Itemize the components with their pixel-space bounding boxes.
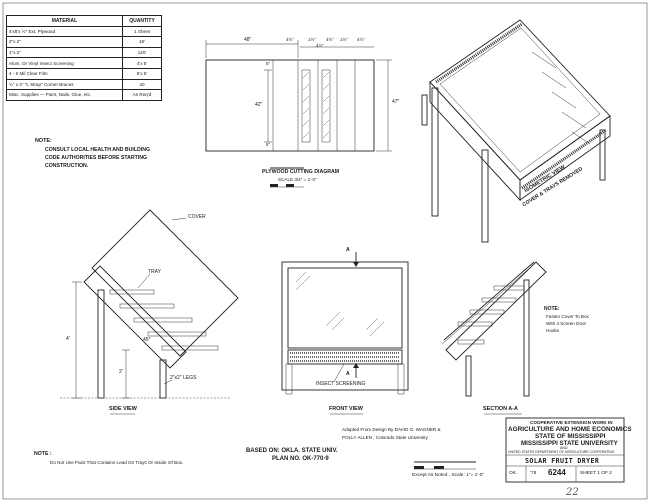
tray-leader [137,273,151,289]
title-block-line3: STATE OF MISSISSIPPI [535,433,606,440]
leg [421,94,428,126]
box-side [83,265,187,369]
tray [161,345,219,351]
plan-number: 6244 [548,468,566,477]
side-cover-label: COVER [188,214,206,220]
plywood-strip-dim: 1½" [308,37,316,42]
credits-line2: POLLY ALLEN , Colorado State University [342,435,428,440]
plywood-strip-dim: 4½" [326,37,334,42]
title-block-line6: UNITED STATES DEPARTMENT OF AGRICULTURE … [508,450,615,454]
note-top-title: NOTE: [35,138,52,144]
section-a-a [441,261,547,397]
front-screening-label: INSECT SCREENING [316,381,366,387]
box-front-face [429,80,521,202]
leg [159,359,167,399]
tray [109,289,155,295]
side-dim-height: 4' [66,336,70,342]
quantity-cell: As Req'd [122,89,162,101]
tray [147,331,207,337]
tray [119,303,175,309]
plywood-title: PLYWOOD CUTTING DIAGRAM [262,169,340,175]
based-on-line2: PLAN NO. OK-770-9 [272,456,329,462]
cover-box [91,209,239,357]
side-tray-label: TRAY [148,269,161,275]
front-marker-top: A [346,247,350,253]
front-view-label: FRONT VIEW [329,406,363,412]
based-on-line1: BASED ON: OKLA. STATE UNIV. [246,448,338,454]
leg [523,279,530,397]
side-dim-leg: 2' [119,369,123,375]
insect-screening-panel [287,349,403,365]
plywood-strip-dim: 4½" [357,37,365,42]
tray [469,309,505,315]
note-top-line: CODE AUTHORITIES BEFORE STARTING [45,155,148,161]
front-view [281,252,409,395]
section-note-line: With 4 Screen Door [546,321,587,326]
section-label: SECTION A-A [483,406,518,412]
leg [465,355,472,397]
section-note-line: Hooks [546,328,560,333]
plywood-dim-right: 47" [392,99,400,105]
plywood-strip-dim: 4½" [286,37,294,42]
cover-leader [171,217,187,221]
note-bottom-text: Do Not Use Paint That Contains Lead On T… [50,460,184,465]
leg [431,87,439,217]
plywood-dim-height: 42" [255,102,263,108]
note-top-line: CONSULT LOCAL HEALTH AND BUILDING [45,147,150,153]
front-frame [281,261,409,391]
credits-line1: Adapted From Design By DAVID G. WAGNER & [342,427,441,432]
cutout-strip [301,69,311,143]
handwritten-page-number: 22 [566,487,579,498]
front-marker-bottom: A [346,371,350,377]
plywood-cutting-diagram [205,40,392,188]
leg [97,289,105,399]
materials-table: MATERIAL QUANTITY 4'x8'x ½" Ext. Plywood… [6,15,162,101]
cutout-strip [321,69,331,143]
plywood-strip-dim: 4½" [316,43,324,48]
side-angle-label: 45° [143,337,151,343]
title-block-line4: MISSISSIPPI STATE UNIVERSITY [521,440,618,447]
leg [481,149,489,243]
section-box [445,261,547,361]
drawing-title: SOLAR FRUIT DRYER [525,457,600,465]
tray [457,321,493,327]
title-block [505,417,625,483]
sheet-number: SHEET 1 OF 2 [580,471,612,476]
plywood-strip-dim: 1½" [340,37,348,42]
materials-header-quantity: QUANTITY [122,15,162,27]
section-note-title: NOTE: [544,306,560,312]
side-view-label: SIDE VIEW [109,406,137,412]
scale-label: Except As Noted , Scale: 1"= 1'-0" [412,473,485,478]
tray [457,339,485,345]
tray [481,297,517,303]
plywood-dim-width: 48" [244,37,252,43]
clear-film-window [287,267,403,349]
tray [133,317,193,323]
plywood-dim-left-bottom: 5" [266,142,271,147]
title-block-line2: AGRICULTURE AND HOME ECONOMICS [508,426,632,433]
leg [397,363,405,395]
side-view [60,209,239,399]
side-legs-label: 2"x2" LEGS [170,375,197,381]
plan-prefix: OK. [509,471,518,476]
plywood-sheet [205,59,375,152]
leg [599,129,606,181]
plywood-dim-left-top: 5" [266,61,271,66]
title-block-line5: AND [560,446,568,450]
plan-year: '78 [530,471,537,476]
note-top-line: CONSTRUCTION. [45,163,89,169]
title-block-line1: COOPERATIVE EXTENSION WORK IN [530,420,613,425]
leg [285,363,293,395]
table-row: Misc. Supplies — Paint, Nails, Glue, etc… [6,89,162,101]
scale-bar [414,461,476,470]
isometric-view [421,19,611,243]
box-top-rim [429,19,611,181]
note-bottom-title: NOTE : [34,451,52,457]
section-note-line: Fasten Cover To Box [546,314,589,319]
plywood-scale: SCALE 3/4" = 1'-0" [278,177,317,182]
